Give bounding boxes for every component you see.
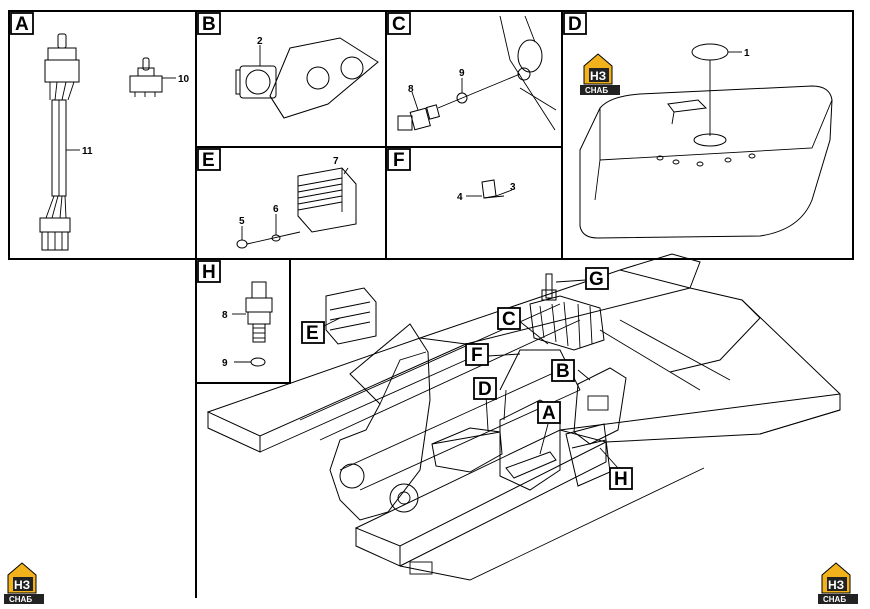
svg-text:НЗ: НЗ [590,69,606,83]
svg-text:СНАБ: СНАБ [585,86,608,95]
main-label-b: B [551,359,575,382]
svg-text:H: H [202,262,216,283]
callout-4: 4 [457,192,463,203]
svg-text:B: B [556,361,570,382]
callout-3: 3 [510,182,516,193]
main-leaders [323,279,619,469]
svg-text:D: D [568,14,582,35]
panel-e-bracket [297,167,357,233]
main-label-a: A [537,401,561,424]
panel-label-f: F [387,148,411,171]
main-label-d: D [473,377,497,400]
svg-text:СНАБ: СНАБ [9,595,32,604]
panel-c-housing [499,15,557,131]
callout-5: 5 [239,216,245,227]
panel-label-b: B [197,12,221,35]
panel-h-oring [234,357,266,367]
svg-text:A: A [15,14,29,35]
svg-text:НЗ: НЗ [828,578,844,592]
panel-label-a: A [10,12,34,35]
panel-label-c: C [387,12,411,35]
panel-d-plug [691,43,742,136]
callout-9: 9 [459,68,465,79]
svg-text:H: H [614,469,628,490]
main-label-g: G [585,267,609,290]
callout-8: 8 [408,84,414,95]
logo-bottom-left: НЗ СНАБ [4,562,44,604]
svg-text:F: F [393,150,405,171]
svg-text:СНАБ: СНАБ [823,595,846,604]
svg-text:E: E [202,150,215,171]
panel-b-bracket [269,37,379,119]
callout-h-9: 9 [222,358,228,369]
svg-text:E: E [306,323,319,344]
panel-label-d: D [563,12,587,35]
main-label-e: E [301,321,325,344]
callout-1: 1 [744,48,750,59]
panel-b-connector [235,45,277,99]
panel-frames [8,10,854,598]
svg-text:G: G [589,269,604,290]
svg-text:C: C [392,14,406,35]
panel-d-tank [579,85,833,239]
logo-bottom-right: НЗ СНАБ [818,562,858,604]
callout-6: 6 [273,204,279,215]
svg-text:F: F [471,345,483,366]
logo-watermark-panel-d: НЗ СНАБ [580,53,620,95]
svg-text:C: C [502,309,516,330]
svg-text:B: B [202,14,216,35]
panel-c-sensor [397,73,521,131]
panel-h-sensor [232,281,273,343]
callout-11: 11 [82,146,93,157]
panel-c-oring [456,78,468,104]
panel-label-e: E [197,148,221,171]
machine-frame-overview [206,253,841,581]
main-label-c: C [497,307,521,330]
panel-f-clip [466,179,513,199]
callout-h-8: 8 [222,310,228,321]
panel-a-switch-small [129,57,176,97]
callout-2: 2 [257,36,263,47]
panel-a-switch-harness [39,33,80,251]
callout-10: 10 [178,74,190,85]
main-label-h: H [609,467,633,490]
panel-e-screws [236,214,301,249]
panel-label-h: H [197,260,221,283]
svg-text:НЗ: НЗ [14,578,30,592]
callout-7: 7 [333,156,339,167]
svg-text:A: A [542,403,556,424]
main-label-f: F [465,343,489,366]
svg-text:D: D [478,379,492,400]
